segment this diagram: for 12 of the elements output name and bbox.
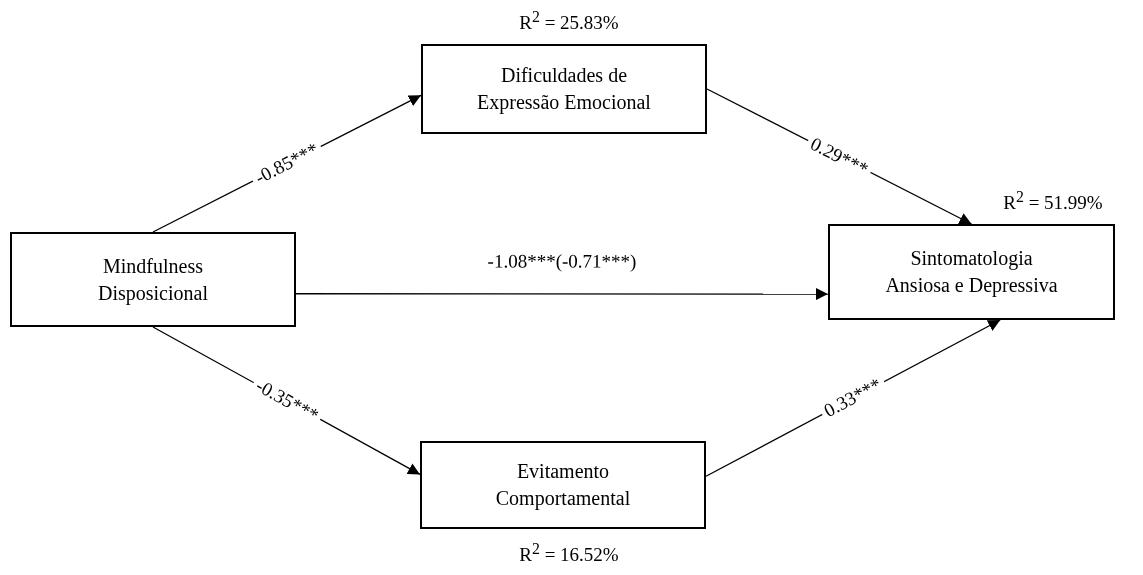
variable-box xyxy=(10,232,296,327)
r-squared-label: R$^{2}$ = 16.52% xyxy=(519,540,619,567)
variable-name: Evitamento Comportamental xyxy=(494,459,632,512)
arrow xyxy=(295,288,829,301)
variable-box xyxy=(420,441,706,529)
variable-name: Dificuldades de Expressão Emocional xyxy=(476,63,652,116)
variable-name: Sintomatologia Ansiosa e Depressiva xyxy=(884,246,1059,299)
variable-box xyxy=(421,44,707,134)
r-squared-label: R$^{2}$ = 51.99% xyxy=(1003,188,1103,215)
variable-box xyxy=(828,224,1115,320)
r-squared-label: R$^{2}$ = 25.83% xyxy=(519,8,619,35)
variable-name: Mindfulness Disposicional xyxy=(97,253,209,307)
